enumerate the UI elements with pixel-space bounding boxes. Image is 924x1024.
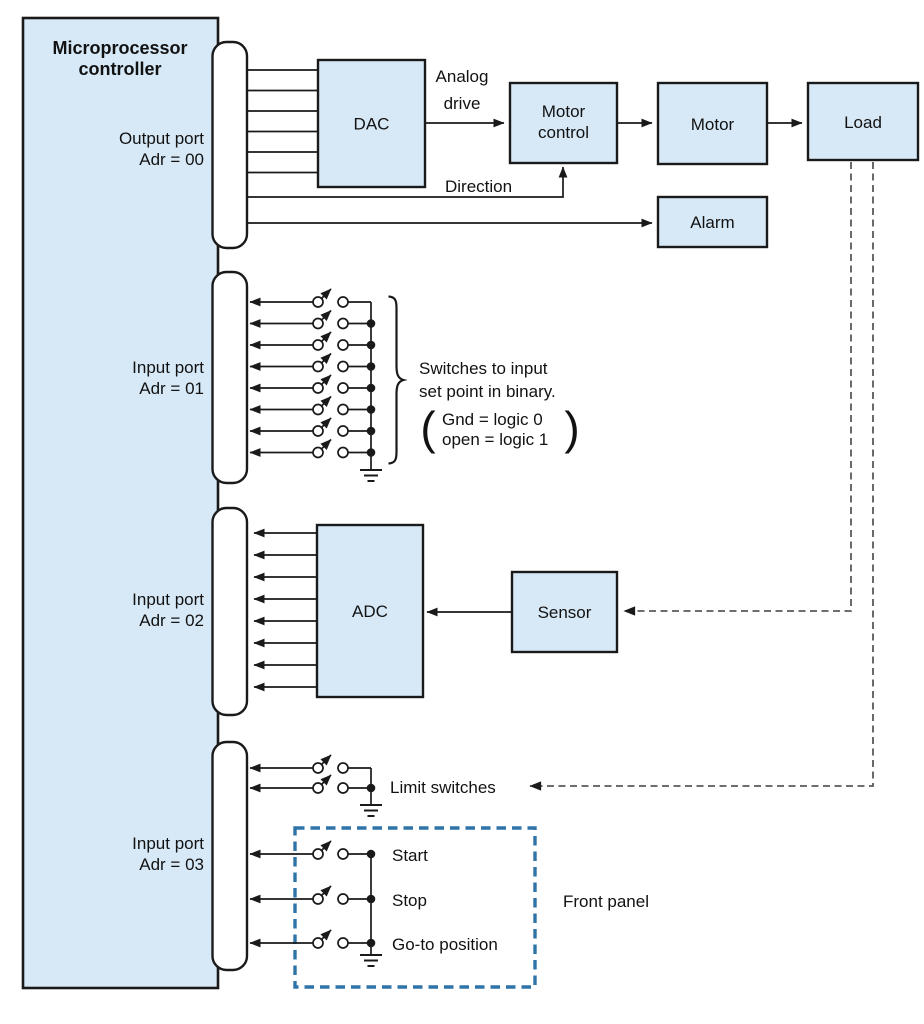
direction-wire bbox=[247, 166, 568, 198]
direction-label: Direction bbox=[445, 177, 512, 196]
microprocessor-controller: Microprocessor controller Output port Ad… bbox=[21, 16, 220, 990]
motor-control-label-line2: control bbox=[538, 123, 589, 142]
goto-position-switch-label: Go-to position bbox=[392, 935, 498, 954]
junction-dot bbox=[366, 938, 376, 948]
alarm-block: Alarm bbox=[656, 195, 769, 249]
start-switch-label: Start bbox=[392, 846, 428, 865]
switch-icon bbox=[250, 354, 371, 372]
paren-close: ) bbox=[564, 402, 579, 454]
output-port-wires bbox=[247, 69, 653, 228]
alarm-label: Alarm bbox=[690, 213, 734, 232]
input-port1-label-line1: Input port bbox=[132, 358, 204, 377]
junction-dot bbox=[366, 362, 376, 371]
ground-icon bbox=[359, 469, 383, 482]
adc-label: ADC bbox=[352, 602, 388, 621]
junction-dot bbox=[366, 319, 376, 328]
limit-switches-group: Limit switches bbox=[250, 755, 496, 817]
dac-label: DAC bbox=[354, 115, 390, 134]
setpoint-switches: Switches to input set point in binary. (… bbox=[250, 289, 580, 482]
alarm-box bbox=[656, 195, 769, 249]
front-panel-label: Front panel bbox=[563, 892, 649, 911]
input-port3-label-line2: Adr = 03 bbox=[139, 855, 204, 874]
sensor-box bbox=[510, 570, 619, 654]
input-port2-label-line2: Adr = 02 bbox=[139, 611, 204, 630]
input-port1-label-line2: Adr = 01 bbox=[139, 379, 204, 398]
front-panel-group: Start Stop Go-to position Front panel bbox=[250, 826, 649, 989]
limit-switches-label: Limit switches bbox=[390, 778, 496, 797]
input-port2-bracket bbox=[211, 506, 249, 717]
junction-dot bbox=[366, 340, 376, 350]
port-brackets bbox=[211, 40, 249, 972]
junction-dot bbox=[366, 405, 376, 414]
motor-control-label-line1: Motor bbox=[542, 102, 586, 121]
junction-dot bbox=[366, 426, 376, 436]
input-port1-bracket bbox=[211, 270, 249, 485]
logic-note-line1: Gnd = logic 0 bbox=[442, 410, 543, 429]
junction-dot bbox=[366, 894, 376, 904]
motor-control-box bbox=[508, 81, 619, 165]
junction-dot bbox=[366, 849, 376, 859]
switch-icon bbox=[250, 775, 371, 793]
switch-note-line1: Switches to input bbox=[419, 359, 548, 378]
load-label: Load bbox=[844, 113, 882, 132]
switch-icon bbox=[250, 440, 371, 458]
signal-arrows bbox=[425, 118, 803, 617]
switch-icon bbox=[250, 375, 371, 393]
junction-dot bbox=[366, 383, 376, 393]
controller-title-line1: Microprocessor bbox=[52, 38, 187, 58]
sensor-label: Sensor bbox=[538, 603, 592, 622]
dac-block: DAC bbox=[316, 58, 427, 189]
load-box bbox=[806, 81, 920, 162]
load-block: Load bbox=[806, 81, 920, 162]
motor-block: Motor bbox=[656, 81, 769, 166]
front-panel-box bbox=[293, 826, 537, 989]
input-port3-label-line1: Input port bbox=[132, 834, 204, 853]
switch-icon bbox=[250, 755, 371, 773]
motor-control-block: Motor control bbox=[508, 81, 619, 165]
stop-switch-label: Stop bbox=[392, 891, 427, 910]
ground-icon bbox=[359, 954, 383, 967]
switch-icon bbox=[250, 289, 371, 307]
input-port2-label-line1: Input port bbox=[132, 590, 204, 609]
microprocessor-box bbox=[21, 16, 220, 990]
paren-open: ( bbox=[420, 402, 436, 454]
switch-icon bbox=[250, 332, 371, 350]
output-port-label-line2: Adr = 00 bbox=[139, 150, 204, 169]
switch-icon bbox=[250, 841, 371, 859]
adc-box bbox=[315, 523, 425, 699]
load-to-sensor-dashed bbox=[623, 162, 852, 616]
load-feedback-lines bbox=[529, 162, 874, 791]
switch-icon bbox=[250, 418, 371, 436]
switch-note-line2: set point in binary. bbox=[419, 382, 556, 401]
switches-brace bbox=[388, 295, 408, 465]
controller-title-line2: controller bbox=[78, 59, 161, 79]
analog-drive-label-line2: drive bbox=[444, 94, 481, 113]
switch-icon bbox=[250, 397, 371, 415]
output-port-bracket bbox=[211, 40, 249, 250]
junction-dot bbox=[366, 783, 376, 793]
analog-drive-label-line1: Analog bbox=[436, 67, 489, 86]
input-port3-bracket bbox=[211, 740, 249, 972]
switch-icon bbox=[250, 930, 371, 948]
sensor-block: Sensor bbox=[510, 570, 619, 654]
dac-box bbox=[316, 58, 427, 189]
ground-icon bbox=[359, 804, 383, 817]
adc-block: ADC bbox=[315, 523, 425, 699]
load-to-limit-switches-dashed bbox=[529, 162, 874, 791]
switch-icon bbox=[250, 886, 371, 904]
switch-icon bbox=[250, 311, 371, 329]
logic-note-line2: open = logic 1 bbox=[442, 430, 548, 449]
output-port-label-line1: Output port bbox=[119, 129, 204, 148]
adc-data-lines bbox=[253, 528, 317, 692]
junction-dot bbox=[366, 448, 376, 457]
motor-label: Motor bbox=[691, 115, 735, 134]
